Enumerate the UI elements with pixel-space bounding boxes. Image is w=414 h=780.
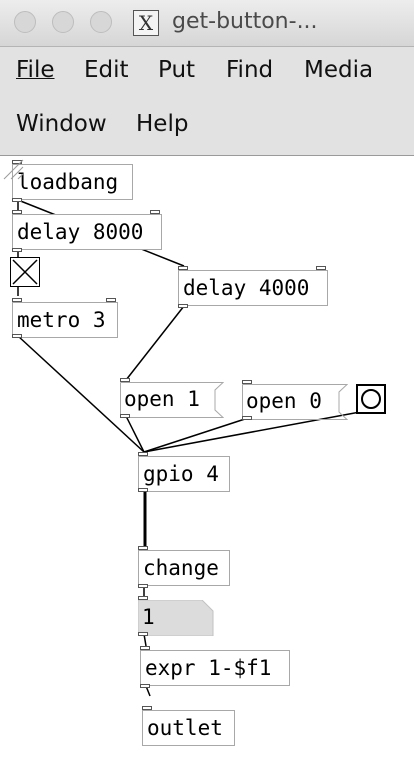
inlet-port	[12, 210, 22, 214]
open-0-label: open 0	[246, 389, 322, 413]
open-0-message[interactable]: open 0	[242, 384, 348, 420]
outlet-port	[138, 632, 148, 636]
menu-file[interactable]: File	[16, 57, 55, 83]
inlet-port	[138, 546, 148, 550]
number-box[interactable]: 1	[138, 600, 214, 636]
expr-object[interactable]: expr 1-$f1	[140, 650, 290, 686]
open-1-message[interactable]: open 1	[120, 382, 224, 418]
outlet-port	[120, 414, 130, 418]
outlet-port	[12, 198, 22, 202]
connection	[125, 415, 145, 453]
inlet-port	[242, 380, 252, 384]
bang-circle-icon	[361, 389, 381, 409]
number-box-shape	[138, 600, 214, 636]
inlet-port	[138, 452, 148, 456]
menu-edit[interactable]: Edit	[84, 57, 129, 83]
connection	[143, 411, 361, 453]
inlet-port	[120, 378, 130, 382]
menu-put[interactable]: Put	[158, 57, 196, 83]
x11-app-icon: X	[133, 10, 159, 36]
connection	[143, 417, 249, 453]
menu-media[interactable]: Media	[304, 57, 374, 83]
outlet-port	[12, 248, 22, 252]
open-1-label: open 1	[124, 387, 200, 411]
inlet-port	[316, 266, 326, 270]
resize-grip-icon[interactable]	[0, 156, 24, 180]
connection	[17, 335, 145, 453]
outlet-port	[242, 416, 252, 420]
inlet-port	[178, 266, 188, 270]
bang-button[interactable]	[356, 384, 386, 414]
change-object[interactable]: change	[138, 550, 230, 586]
toggle-x-icon	[12, 259, 38, 285]
delay-4000-object[interactable]: delay 4000	[178, 270, 328, 306]
inlet-port	[106, 298, 116, 302]
number-value: 1	[142, 605, 155, 629]
minimize-window-button[interactable]	[52, 11, 74, 33]
patch-connections	[17, 199, 361, 697]
outlet-port	[178, 304, 188, 308]
zoom-window-button[interactable]	[90, 11, 112, 33]
outlet-object[interactable]: outlet	[142, 710, 235, 746]
toggle-box[interactable]	[10, 257, 40, 287]
loadbang-object[interactable]: loadbang	[12, 164, 133, 200]
metro-object[interactable]: metro 3	[12, 302, 118, 338]
outlet-port	[138, 488, 148, 492]
inlet-port	[12, 298, 22, 302]
menu-window[interactable]: Window	[16, 111, 107, 137]
outlet-port	[12, 334, 22, 338]
outlet-port	[138, 584, 148, 588]
delay-8000-object[interactable]: delay 8000	[12, 214, 162, 250]
close-window-button[interactable]	[14, 11, 36, 33]
inlet-port	[142, 706, 152, 710]
title-bar: X get-button-...	[0, 0, 414, 47]
window-title: get-button-...	[172, 9, 318, 34]
outlet-port	[140, 684, 150, 688]
inlet-port	[140, 646, 150, 650]
menu-bar: File Edit Put Find Media Window Help	[0, 47, 414, 156]
inlet-port	[150, 210, 160, 214]
menu-find[interactable]: Find	[226, 57, 274, 83]
connection	[143, 633, 147, 647]
inlet-port	[138, 596, 148, 600]
gpio-object[interactable]: gpio 4	[138, 456, 230, 492]
connection	[125, 305, 185, 381]
menu-help[interactable]: Help	[136, 111, 189, 137]
patch-canvas[interactable]: loadbang delay 8000 delay 4000 metro 3 o…	[0, 156, 414, 780]
